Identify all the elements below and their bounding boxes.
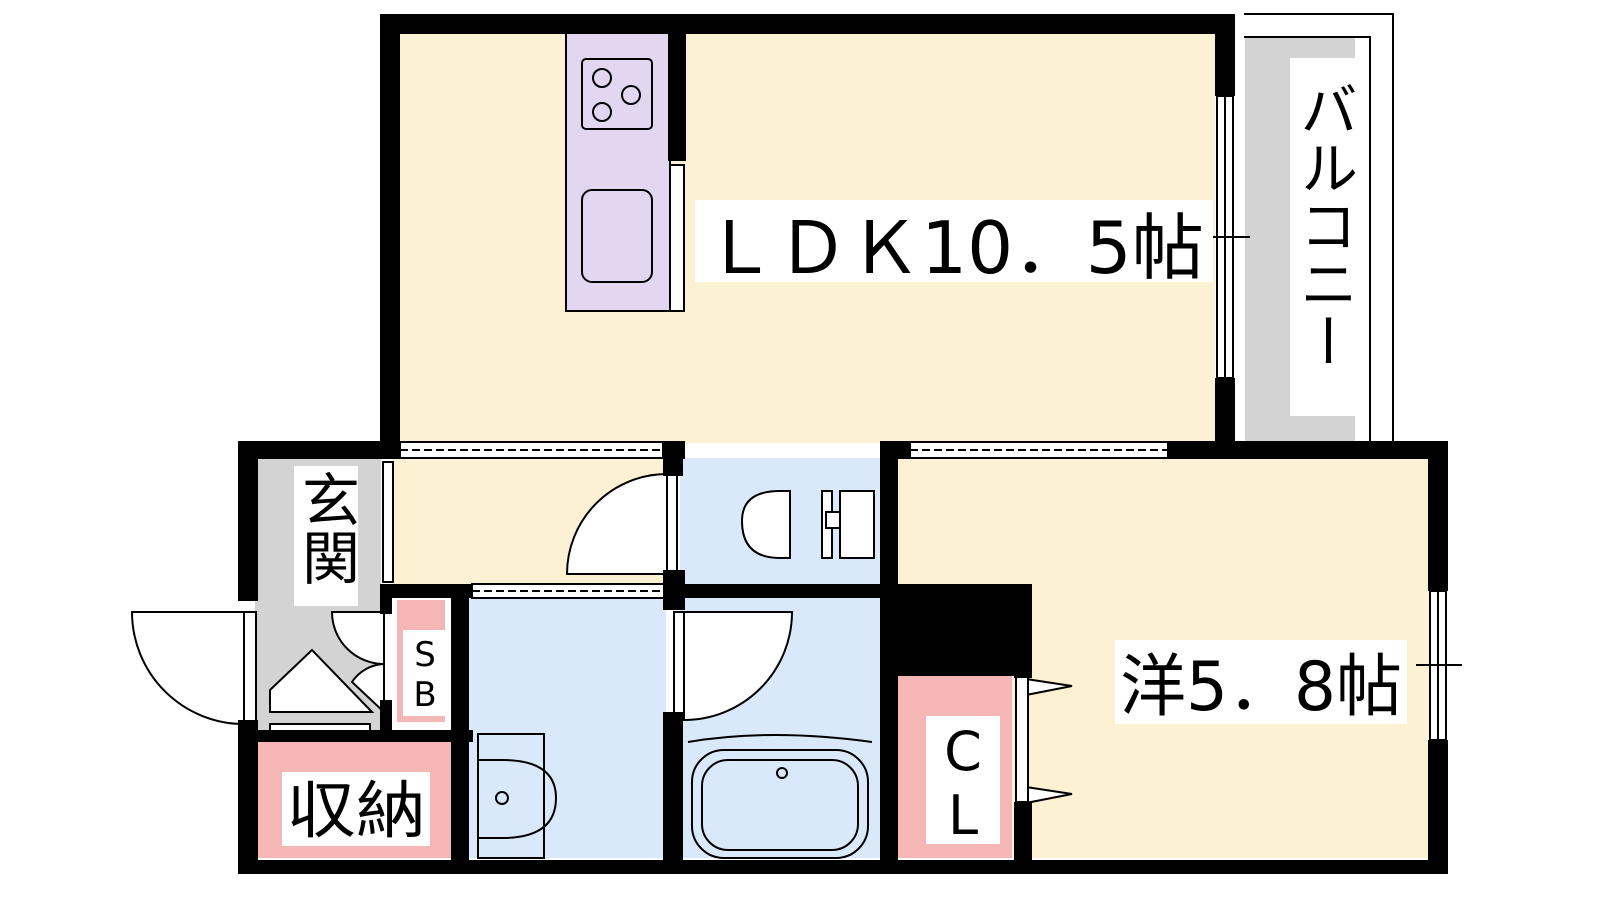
storage-label: 収納 xyxy=(286,774,426,847)
ldk-label: ＬＤＫ10．5帖 xyxy=(704,206,1204,290)
kitchen-opening xyxy=(669,164,685,312)
kitchen-counter xyxy=(565,32,671,312)
windows xyxy=(382,95,1462,741)
western-room-label: 洋5．8帖 xyxy=(1120,648,1402,727)
toilet-door xyxy=(565,472,668,575)
sb-label-b: B xyxy=(413,675,436,715)
toilet-icon xyxy=(740,490,875,559)
wash-basin-icon xyxy=(477,733,558,859)
sb-label-s: S xyxy=(414,635,436,675)
closet-label-l: L xyxy=(948,784,978,847)
walls xyxy=(238,14,1448,874)
sink-icon xyxy=(581,189,653,283)
balcony-label: バルコニー xyxy=(1290,80,1358,370)
room-labels: ＬＤＫ10．5帖 洋5．8帖 バルコニー 玄関 S B 収納 C L xyxy=(282,58,1407,847)
doors xyxy=(130,472,1073,805)
balcony-railing xyxy=(1244,13,1394,443)
entrance-opening xyxy=(382,461,394,583)
storage-folding-door xyxy=(269,648,375,713)
bathroom-door xyxy=(683,611,794,722)
entrance-label: 玄関 xyxy=(292,470,360,586)
stove-icon xyxy=(581,58,653,130)
bathtub-icon xyxy=(687,734,873,859)
shoe-box-door-2 xyxy=(350,662,385,715)
closet-label-c: C xyxy=(944,720,982,783)
front-door xyxy=(130,611,245,726)
